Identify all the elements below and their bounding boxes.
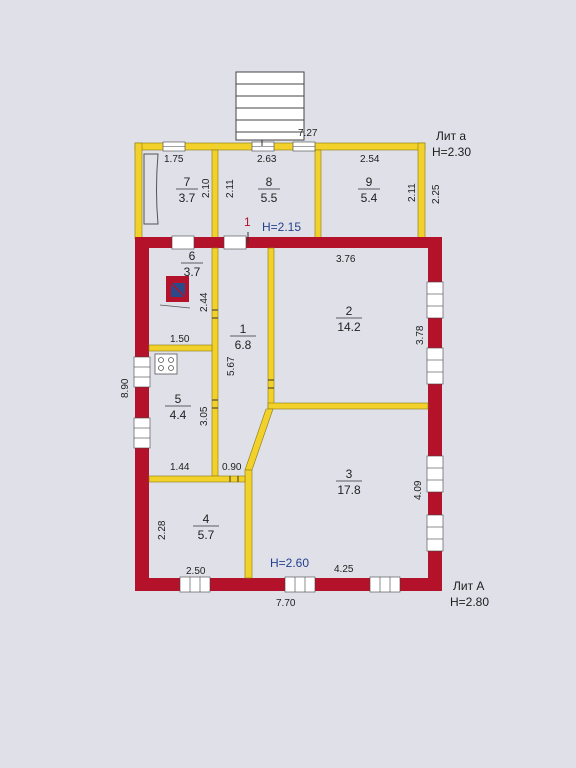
porch-steps [235,71,305,141]
cooker-icon [154,353,178,375]
annex-lit-label: Лит а [436,129,466,143]
dim-label: 4.09 [413,480,424,500]
room-4-number: 4 [203,512,210,526]
room-9-number: 9 [366,175,373,189]
room-5-area: 4.4 [170,408,187,422]
dim-label: 1.44 [170,462,190,473]
room-1-number: 1 [240,322,247,336]
dim-label: 2.25 [431,184,442,204]
annex-walls [134,142,426,240]
dim-label: 5.67 [226,356,237,376]
room-5-number: 5 [175,392,182,406]
dim-label: 2.10 [201,178,212,198]
entrance-number: 1 [244,215,251,229]
room-9-area: 5.4 [361,191,378,205]
dim-label: 0.90 [222,462,242,473]
main-windows [133,235,444,593]
room-6-number: 6 [189,249,196,263]
window-lines [134,293,443,592]
door-markers [212,140,274,482]
dim-label: 2.28 [157,520,168,540]
room-labels: 7 3.7 8 5.5 9 5.4 6 3.7 1 6.8 2 14.2 5 4… [170,175,378,542]
bathtub-icon [143,153,159,225]
dim-label: 4.25 [334,564,354,575]
dim-label: 3.05 [199,406,210,426]
room-2-number: 2 [346,304,353,318]
main-height-label: H=2.80 [450,595,489,609]
room-7-area: 3.7 [179,191,196,205]
room-6-area: 3.7 [184,265,201,279]
dim-label: 7.70 [276,598,296,609]
room-8-number: 8 [266,175,273,189]
room-2-area: 14.2 [337,320,361,334]
annex-ceiling-height: H=2.15 [262,220,301,234]
dim-label: 3.76 [336,254,356,265]
room-7-number: 7 [184,175,191,189]
room-1-area: 6.8 [235,338,252,352]
dim-label: 2.54 [360,154,380,165]
dim-label: 3.78 [415,325,426,345]
dim-label: 7.27 [298,128,318,139]
main-ceiling-height: H=2.60 [270,556,309,570]
dim-label: 2.11 [225,179,236,198]
dimension-labels: 1.75 2.63 7.27 2.54 3.76 1.50 1.44 0.90 … [120,128,442,609]
dim-label: 1.75 [164,154,184,165]
room-3-number: 3 [346,467,353,481]
room-8-area: 5.5 [261,191,278,205]
room-4-area: 5.7 [198,528,215,542]
room-3-area: 17.8 [337,483,361,497]
dim-label: 2.63 [257,154,277,165]
dim-label: 2.44 [199,292,210,312]
dim-label: 8.90 [120,378,131,398]
dim-label: 2.11 [407,183,418,202]
stove-icon [159,276,191,309]
annex-windows [162,141,316,152]
main-interior-walls [148,247,429,579]
annex-height-label: H=2.30 [432,145,471,159]
room-fraction-lines [165,188,380,527]
main-lit-label: Лит А [453,579,484,593]
dim-label: 2.50 [186,566,206,577]
dim-label: 1.50 [170,334,190,345]
